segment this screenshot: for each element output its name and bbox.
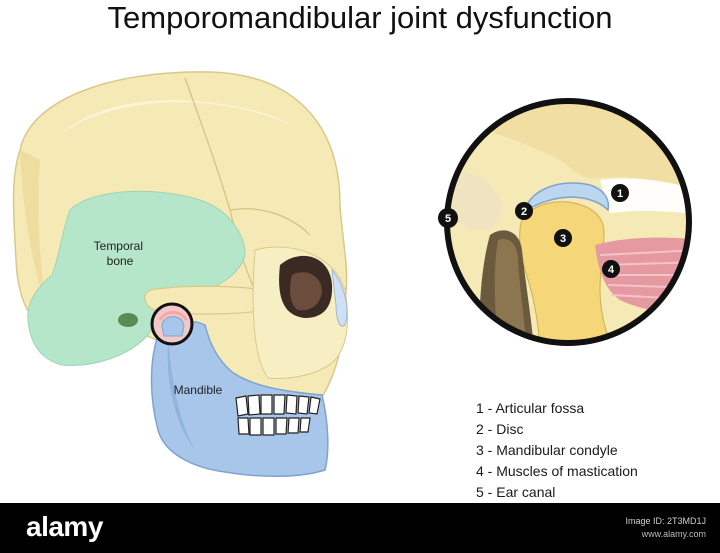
disc-shape [523, 182, 610, 212]
legend-item: 5 - Ear canal [476, 484, 556, 500]
svg-text:1: 1 [617, 188, 623, 200]
marker-1: 1 [611, 184, 629, 202]
legend-item: 4 - Muscles of mastication [476, 463, 638, 479]
image-id-text: Image ID: 2T3MD1J [625, 516, 706, 526]
svg-text:5: 5 [445, 213, 451, 225]
legend: 1 - Articular fossa 2 - Disc 3 - Mandibu… [476, 398, 638, 503]
svg-text:2: 2 [521, 206, 527, 218]
temporal-bone-label: Temporal bone [94, 239, 147, 268]
legend-item: 3 - Mandibular condyle [476, 442, 618, 458]
temporal-bone-region [27, 190, 246, 366]
stock-footer-bar: alamy Image ID: 2T3MD1J www.alamy.com [0, 503, 720, 553]
image-id-block: Image ID: 2T3MD1J www.alamy.com [625, 515, 706, 541]
upper-teeth [235, 394, 321, 417]
site-url: www.alamy.com [641, 529, 706, 539]
marker-4: 4 [602, 260, 620, 278]
marker-3: 3 [554, 229, 572, 247]
mandibular-condyle-shape [519, 201, 616, 343]
svg-text:4: 4 [608, 264, 615, 276]
legend-item: 1 - Articular fossa [476, 400, 585, 416]
svg-text:3: 3 [560, 233, 566, 245]
mandible-label: Mandible [174, 383, 223, 397]
tmj-illustration: Temporal bone Mandible [12, 71, 692, 478]
legend-item: 2 - Disc [476, 421, 524, 437]
marker-5: 5 [438, 208, 458, 228]
diagram-title: Temporomandibular joint dysfunction [107, 0, 613, 35]
temporal-bone-label-line-1: Temporal [94, 239, 143, 253]
temporal-bone-label-line-2: bone [107, 254, 134, 268]
lower-teeth [237, 417, 311, 436]
skull-illustration: Temporal bone Mandible [12, 71, 349, 478]
magnified-joint-view: 1 2 3 4 5 [438, 98, 692, 346]
alamy-logo: alamy [26, 511, 103, 542]
marker-2: 2 [515, 202, 533, 220]
